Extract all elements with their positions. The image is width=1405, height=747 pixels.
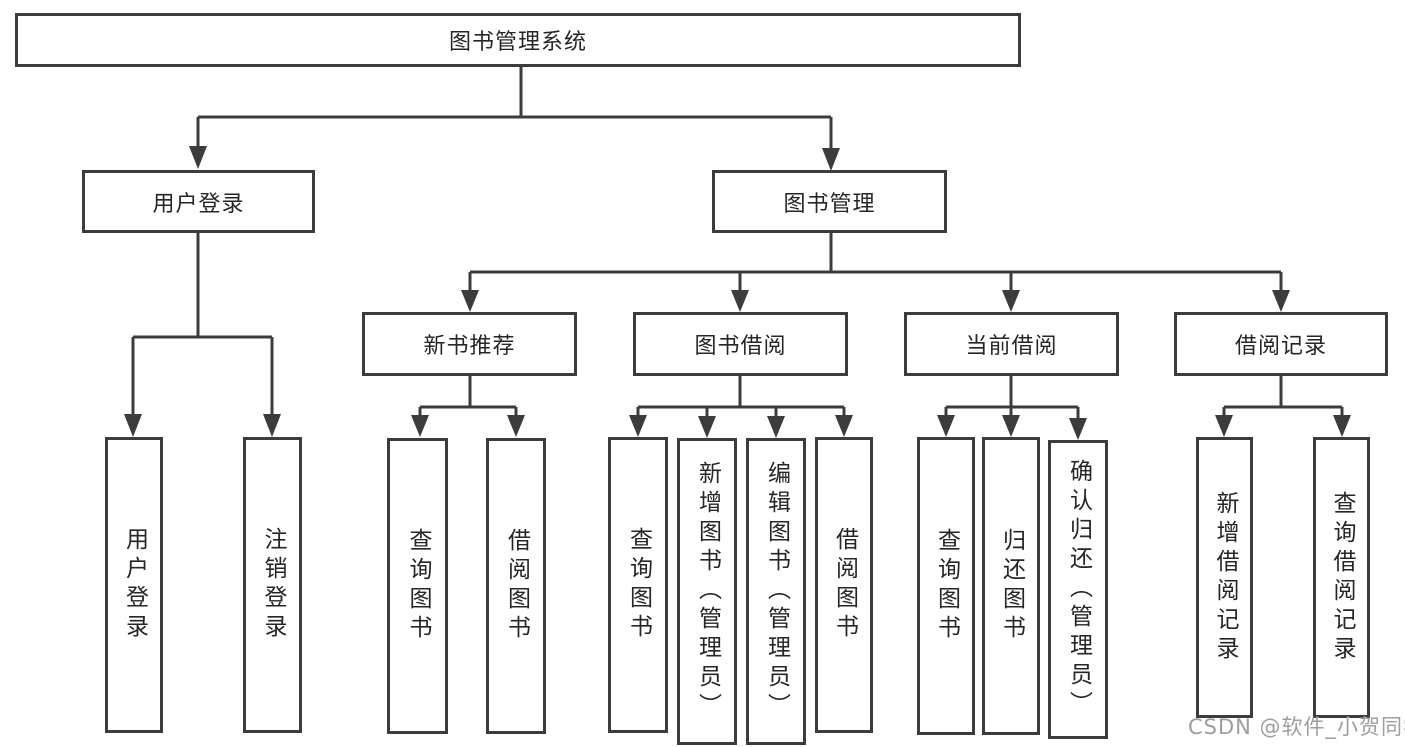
leaf-logout: 注销登录 (243, 437, 302, 733)
node-new-book-recommend: 新书推荐 (362, 312, 577, 376)
node-borrow-records: 借阅记录 (1174, 312, 1388, 376)
node-label: 注销登录 (260, 527, 286, 643)
node-book-borrow: 图书借阅 (633, 312, 848, 376)
node-label: 借阅图书 (503, 528, 530, 644)
node-label: 查询图书 (933, 528, 960, 644)
node-label: 查询借阅记录 (1329, 490, 1355, 665)
node-label: 编辑图书（管理员） (763, 461, 790, 722)
node-label: 图书管理系统 (448, 30, 587, 55)
node-book-management: 图书管理 (712, 170, 947, 233)
node-label: 借阅记录 (1234, 334, 1327, 359)
leaf-query-books-borrow: 查询图书 (608, 437, 668, 733)
node-label: 当前借阅 (965, 334, 1058, 359)
leaf-return-book: 归还图书 (982, 437, 1040, 735)
leaf-query-books-recommend: 查询图书 (387, 438, 448, 734)
leaf-query-books-current: 查询图书 (917, 437, 975, 735)
node-label: 新书推荐 (423, 334, 516, 359)
node-current-borrow: 当前借阅 (904, 312, 1119, 376)
node-label: 借阅图书 (831, 527, 858, 643)
node-user-login: 用户登录 (82, 170, 315, 233)
leaf-query-borrow-record: 查询借阅记录 (1313, 437, 1370, 718)
node-label: 查询图书 (625, 527, 652, 643)
leaf-borrow-books: 借阅图书 (815, 437, 873, 733)
node-label: 用户登录 (152, 191, 245, 217)
leaf-confirm-return-admin: 确认归还（管理员） (1048, 440, 1108, 739)
node-label: 新增借阅记录 (1212, 490, 1238, 665)
node-label: 新增图书（管理员） (694, 461, 721, 722)
node-root: 图书管理系统 (15, 13, 1021, 67)
leaf-add-book-admin: 新增图书（管理员） (677, 438, 737, 745)
leaf-add-borrow-record: 新增借阅记录 (1196, 437, 1253, 718)
leaf-user-login: 用户登录 (105, 437, 163, 733)
node-label: 图书管理 (783, 191, 876, 217)
node-label: 用户登录 (121, 527, 148, 643)
node-label: 查询图书 (405, 528, 431, 644)
arrowheads (124, 146, 1351, 440)
leaf-edit-book-admin: 编辑图书（管理员） (746, 438, 806, 745)
node-label: 图书借阅 (694, 334, 787, 359)
leaf-borrow-books-recommend: 借阅图书 (486, 438, 546, 734)
node-label: 确认归还（管理员） (1065, 459, 1092, 720)
watermark: CSDN @软件_小贺同学 (1188, 715, 1405, 739)
node-label: 归还图书 (998, 528, 1025, 644)
